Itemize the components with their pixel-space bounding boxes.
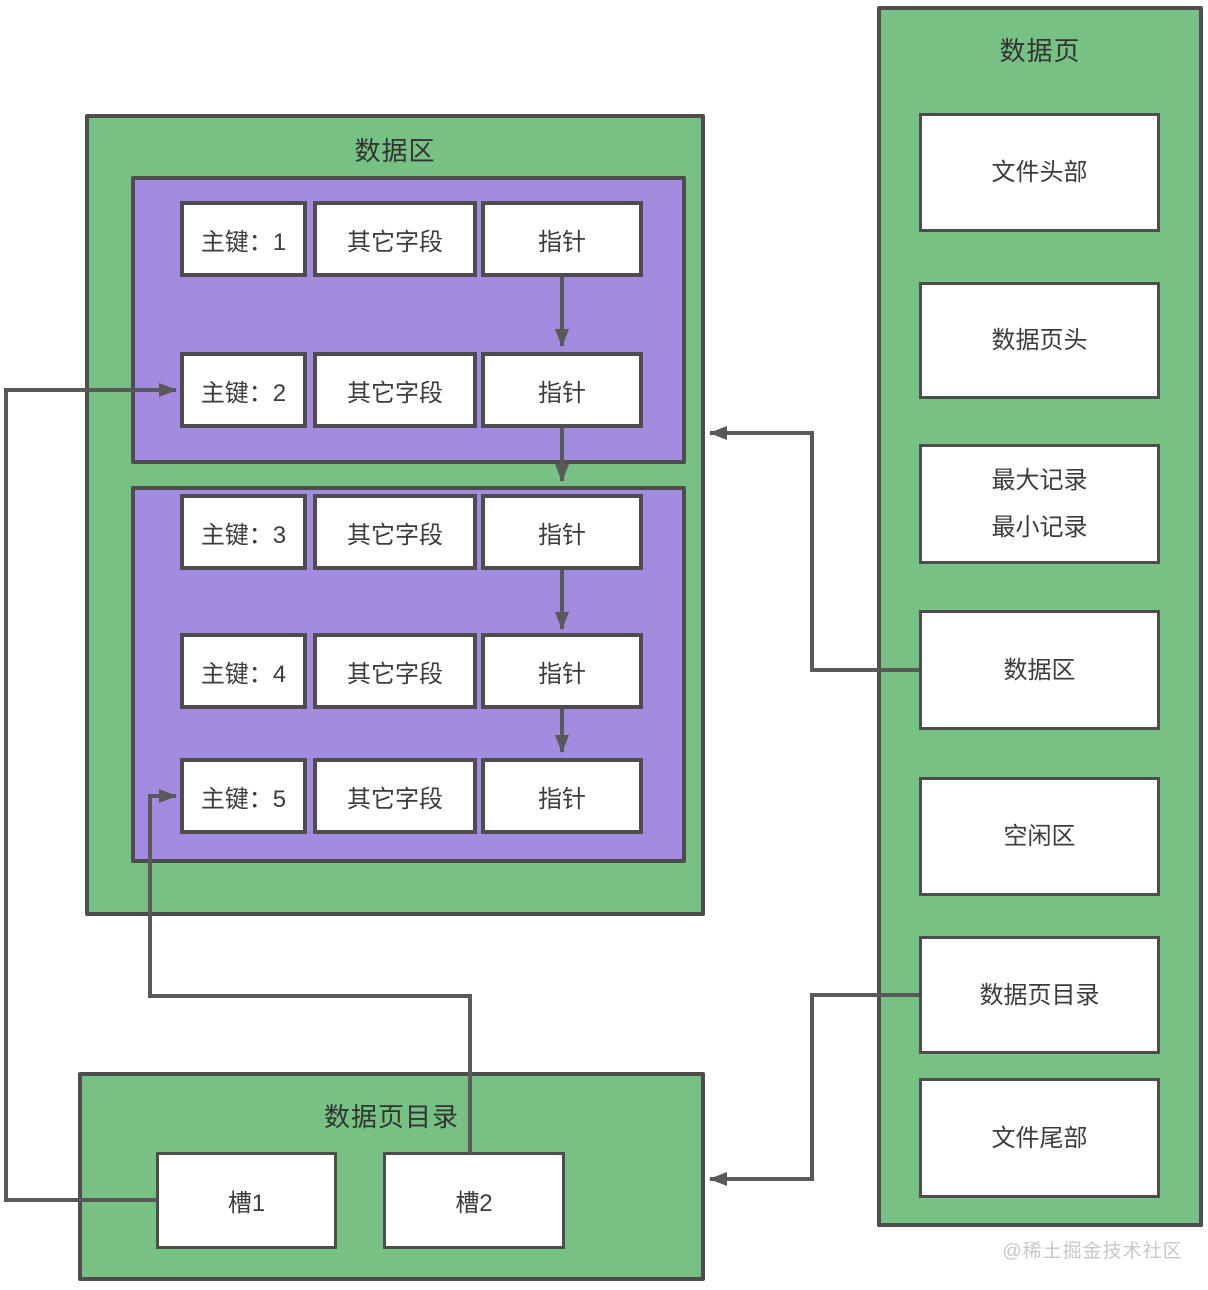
record-4-key-cell: 主键：4 <box>180 633 307 709</box>
record-3-pointer-cell: 指针 <box>481 494 643 570</box>
watermark: @稀土掘金技术社区 <box>1002 1241 1183 1262</box>
record-2-key-cell: 主键：2 <box>180 352 307 428</box>
section-file-footer-label: 文件尾部 <box>991 1124 1088 1152</box>
section-max-min-records: 最大记录 最小记录 <box>919 444 1160 564</box>
record-5-key-cell: 主键：5 <box>180 758 307 834</box>
section-max-record-label: 最大记录 <box>991 467 1088 494</box>
record-4-fields-cell: 其它字段 <box>313 633 477 709</box>
record-2-fields-cell: 其它字段 <box>313 352 477 428</box>
data-page-title: 数据页 <box>999 36 1081 66</box>
section-data-area-label: 数据区 <box>1003 656 1076 684</box>
record-3-fields-cell: 其它字段 <box>313 494 477 570</box>
section-page-header: 数据页头 <box>919 282 1160 399</box>
record-4-pointer-cell: 指针 <box>481 633 643 709</box>
section-min-record-label: 最小记录 <box>991 514 1088 541</box>
section-page-directory-label: 数据页目录 <box>979 981 1100 1009</box>
section-page-header-label: 数据页头 <box>991 327 1088 354</box>
record-1-key-cell: 主键：1 <box>180 201 307 277</box>
slot-1-box: 槽1 <box>156 1152 337 1249</box>
section-file-header: 文件头部 <box>919 113 1160 232</box>
record-3-key-cell: 主键：3 <box>180 494 307 570</box>
record-1-fields-cell: 其它字段 <box>313 201 477 277</box>
section-file-header-label: 文件头部 <box>991 159 1088 186</box>
data-area-title: 数据区 <box>354 136 436 166</box>
section-free-area-label: 空闲区 <box>1003 823 1076 850</box>
record-1-pointer-cell: 指针 <box>481 201 643 277</box>
record-5-fields-cell: 其它字段 <box>313 758 477 834</box>
section-free-area: 空闲区 <box>919 777 1160 896</box>
record-5-pointer-cell: 指针 <box>481 758 643 834</box>
section-data-area: 数据区 <box>919 610 1160 730</box>
section-file-footer: 文件尾部 <box>919 1078 1160 1198</box>
record-2-pointer-cell: 指针 <box>481 352 643 428</box>
section-page-directory: 数据页目录 <box>919 936 1160 1054</box>
slot-2-box: 槽2 <box>383 1152 565 1249</box>
directory-title: 数据页目录 <box>323 1102 459 1132</box>
